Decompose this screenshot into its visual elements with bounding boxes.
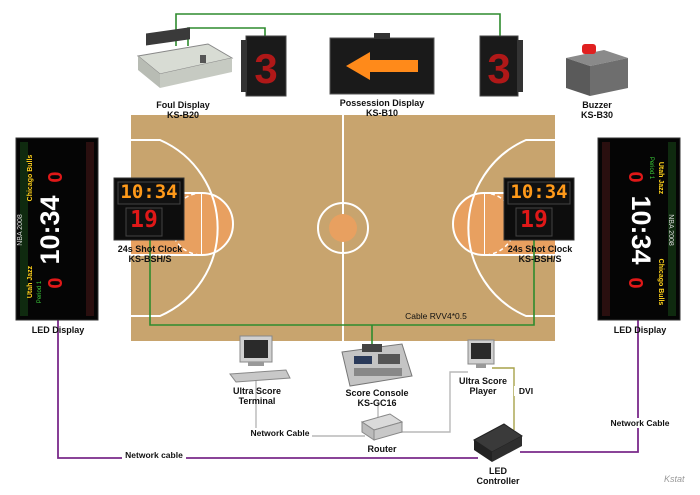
player-computer (467, 339, 495, 368)
led-right-team-home: Utah Jazz (657, 161, 664, 195)
player-label: Ultra Score Player (452, 376, 514, 396)
shot-clock-left-label: 24s Shot Clock KS-BSH/S (112, 244, 188, 264)
buzzer-device (566, 44, 628, 96)
player-name-2: Player (469, 386, 497, 396)
led-left-team-away: Chicago Bulls (27, 154, 34, 202)
purple-wiring (57, 320, 639, 459)
led-left-period: Period 1 (37, 280, 43, 304)
led-scoreboard-left: NBA 2008 Utah Jazz Chicago Bulls 0 10:34… (17, 143, 69, 317)
possession-display-label: Possession Display KS-B10 (326, 98, 438, 118)
shot-clock-left-time: 10:34 (120, 181, 178, 203)
led-panel-left (15, 137, 99, 321)
shot-clock-right-model: KS-BSH/S (518, 254, 562, 264)
buzzer-name: Buzzer (582, 100, 612, 110)
console-model: KS-GC16 (357, 398, 397, 408)
led-display-left-name: LED Display (31, 325, 85, 335)
basketball-court (129, 113, 557, 343)
led-right-team-away: Chicago Bulls (657, 258, 664, 306)
led-right-time: 10:34 (626, 195, 656, 265)
player-name: Ultra Score (458, 376, 508, 386)
console-label: Score Console KS-GC16 (336, 388, 418, 408)
terminal-name: Ultra Score (232, 386, 282, 396)
terminal-computer (229, 335, 291, 383)
network-cable-right-label: Network Cable (608, 418, 672, 428)
shot-clock-right (503, 177, 575, 241)
led-controller-device (473, 423, 523, 462)
foul-display-label: Foul Display KS-B20 (138, 100, 228, 120)
led-left-score-away: 0 (45, 171, 67, 183)
led-left-team-home: Utah Jazz (27, 265, 34, 299)
led-display-right-name: LED Display (613, 325, 667, 335)
score-console-device (341, 343, 413, 387)
svg-text:3: 3 (254, 45, 277, 92)
console-name: Score Console (345, 388, 409, 398)
svg-text:3: 3 (487, 45, 510, 92)
shot-clock-left-seconds: 19 (130, 207, 158, 233)
foul-display-model: KS-B20 (166, 110, 199, 120)
terminal-name-2: Terminal (238, 396, 276, 406)
shot-clock-right-seconds: 19 (520, 207, 548, 233)
possession-display-model: KS-B10 (365, 108, 398, 118)
led-left-time: 10:34 (35, 195, 65, 265)
shot-clock-right-name: 24s Shot Clock (507, 244, 573, 254)
router-device (360, 413, 404, 441)
dvi-wiring (492, 367, 515, 430)
led-left-header: NBA 2008 (17, 214, 24, 246)
network-cable-left-label: Network cable (122, 450, 186, 460)
foul-digit-display: 3 (241, 35, 287, 97)
shot-clock-left (113, 177, 185, 241)
led-scoreboard-right: NBA 2008 Utah Jazz Chicago Bulls 0 10:34… (622, 143, 674, 317)
led-controller-label: LED Controller (470, 466, 526, 486)
led-right-score-away: 0 (624, 277, 646, 289)
dvi-label: DVI (514, 386, 538, 396)
led-right-header: NBA 2008 (667, 214, 674, 246)
buzzer-model: KS-B30 (580, 110, 613, 120)
watermark: Kstat (664, 474, 685, 484)
court-cable-label: Cable RVV4*0.5 (405, 311, 467, 321)
terminal-label: Ultra Score Terminal (222, 386, 292, 406)
shot-clock-left-model: KS-BSH/S (128, 254, 172, 264)
led-panel-right (597, 137, 681, 321)
possession-display-name: Possession Display (339, 98, 425, 108)
possession-display-device (329, 33, 435, 95)
buzzer-label: Buzzer KS-B30 (566, 100, 628, 120)
router-name: Router (367, 444, 397, 454)
led-display-left-label: LED Display (18, 325, 98, 335)
foul-digit-display-right: 3 (479, 35, 523, 97)
foul-display-device (136, 27, 234, 88)
led-controller-name: LED (489, 466, 507, 476)
led-controller-name-2: Controller (476, 476, 520, 486)
network-cable-terminal-label: Network Cable (248, 428, 312, 438)
led-display-right-label: LED Display (600, 325, 680, 335)
router-label: Router (362, 444, 402, 454)
shot-clock-left-name: 24s Shot Clock (117, 244, 183, 254)
led-right-period: Period 1 (648, 156, 654, 180)
shot-clock-right-time: 10:34 (510, 181, 568, 203)
foul-display-name: Foul Display (156, 100, 210, 110)
shot-clock-right-label: 24s Shot Clock KS-BSH/S (502, 244, 578, 264)
